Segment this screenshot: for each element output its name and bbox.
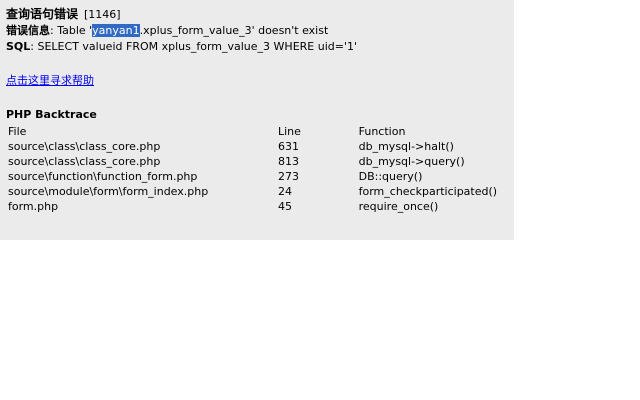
selected-text[interactable]: yanyan1: [92, 24, 140, 37]
cell-function: require_once(): [358, 200, 439, 213]
error-title-line: 查询语句错误 [1146]: [6, 6, 508, 23]
backtrace-title: PHP Backtrace: [6, 108, 97, 121]
cell-file: form.php: [8, 200, 59, 213]
sql-text: : SELECT valueid FROM xplus_form_value_3…: [30, 40, 358, 53]
sql-label: SQL: [6, 40, 31, 53]
table-row: form.php 45 require_once(): [6, 199, 508, 214]
cell-function: form_checkparticipated(): [358, 185, 498, 198]
table-row: source\class\class_core.php 631 db_mysql…: [6, 139, 508, 154]
error-message-prefix: : Table ': [50, 24, 93, 37]
cell-function: db_mysql->query(): [358, 155, 465, 168]
cell-line: 273: [277, 170, 299, 183]
cell-file: source\function\function_form.php: [8, 170, 198, 183]
cell-function: db_mysql->halt(): [358, 140, 454, 153]
error-title: 查询语句错误: [6, 7, 79, 21]
error-message-suffix: .xplus_form_value_3' doesn't exist: [139, 24, 329, 37]
table-row: source\class\class_core.php 813 db_mysql…: [6, 154, 508, 169]
error-panel: 查询语句错误 [1146] 错误信息: Table 'yanyan1.xplus_…: [0, 0, 514, 240]
header-function: Function: [358, 125, 406, 138]
error-code: [1146]: [84, 8, 121, 21]
header-file: File: [8, 125, 27, 138]
help-link[interactable]: 点击这里寻求帮助: [6, 74, 94, 87]
sql-line: SQL: SELECT valueid FROM xplus_form_valu…: [6, 39, 508, 55]
cell-line: 631: [277, 140, 299, 153]
cell-file: source\module\form\form_index.php: [8, 185, 209, 198]
error-message-line: 错误信息: Table 'yanyan1.xplus_form_value_3'…: [6, 23, 508, 39]
cell-line: 45: [277, 200, 292, 213]
cell-line: 24: [277, 185, 292, 198]
error-message-label: 错误信息: [6, 24, 50, 37]
table-row: source\function\function_form.php 273 DB…: [6, 169, 508, 184]
table-row: source\module\form\form_index.php 24 for…: [6, 184, 508, 199]
cell-line: 813: [277, 155, 299, 168]
header-line: Line: [277, 125, 301, 138]
cell-file: source\class\class_core.php: [8, 140, 161, 153]
backtrace-table: File Line Function source\class\class_co…: [6, 124, 508, 214]
cell-function: DB::query(): [358, 170, 423, 183]
backtrace-header-row: File Line Function: [6, 124, 508, 139]
cell-file: source\class\class_core.php: [8, 155, 161, 168]
